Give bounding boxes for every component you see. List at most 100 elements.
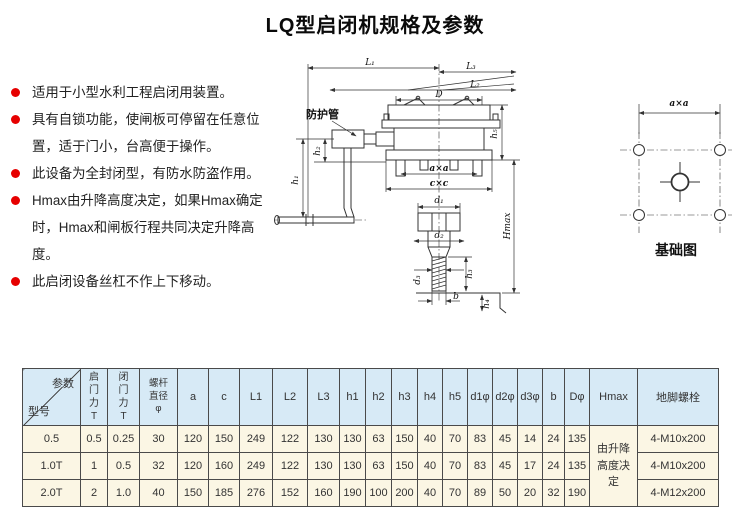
column-header-7: L3	[307, 368, 340, 426]
features-list: 适用于小型水利工程启闭用装置。具有自锁功能，使闸板可停留在任意位置，适于门小，台…	[8, 79, 272, 295]
column-header-label: h3	[398, 391, 411, 403]
table-cell-r1-c2: 0.5	[107, 452, 140, 480]
column-header-13: d1φ	[467, 368, 493, 426]
column-header-label: a	[189, 391, 197, 403]
table-cell-r0-c12: 40	[417, 425, 443, 453]
table-cell-r1-c17: 24	[542, 452, 565, 480]
table-cell-r0-c1: 0.5	[80, 425, 108, 453]
table-cell-r1-c1: 1	[80, 452, 108, 480]
column-header-9: h2	[365, 368, 392, 426]
table-cell-r1-c11: 150	[391, 452, 418, 480]
hoist-side-view-drawing: L₁ L₃ L₂ D a×a c×c h	[274, 58, 520, 314]
table-cell-r2-c11: 200	[391, 479, 418, 507]
flange-plate	[381, 119, 501, 129]
feature-item-1: 具有自锁功能，使闸板可停留在任意位置，适于门小，台高便于操作。	[8, 106, 272, 160]
protective-pipe-label: 防护管	[306, 107, 339, 121]
table-cell-r1-c4: 120	[177, 452, 209, 480]
table-cell-r2-c9: 190	[339, 479, 366, 507]
column-header-2: 螺杆直径φ	[139, 368, 178, 426]
table-cell-r1-c0: 1.0T	[22, 452, 81, 480]
column-header-label: L2	[283, 391, 297, 403]
column-header-label: h4	[423, 391, 437, 403]
crank-arm	[343, 148, 348, 218]
table-cell-r2-c18: 190	[564, 479, 590, 507]
dim-label-l1: L₁	[364, 58, 375, 68]
table-cell-r2-c13: 70	[442, 479, 468, 507]
table-cell-r0-c15: 45	[492, 425, 518, 453]
table-cell-r2-c14: 89	[467, 479, 493, 507]
column-header-label: Dφ	[569, 391, 585, 403]
anchor-bolt	[395, 159, 406, 177]
column-header-label: 闭门力T	[118, 372, 129, 422]
table-cell-r0-c4: 120	[177, 425, 209, 453]
dim-label-h1: h₁	[291, 175, 301, 184]
column-header-label: d2φ	[495, 391, 515, 403]
dim-label-d: D	[434, 90, 442, 100]
bottom-bracket	[416, 292, 507, 314]
column-header-label: c	[221, 391, 227, 403]
base-plate	[385, 149, 493, 161]
table-cell-r1-c10: 63	[365, 452, 392, 480]
column-header-label: d1φ	[470, 391, 490, 403]
dim-label-b: b	[453, 292, 459, 302]
anchor-hole	[633, 209, 645, 221]
column-header-19: 地脚螺栓	[637, 368, 719, 426]
dim-label-h5: h₅	[490, 129, 500, 139]
table-cell-r0-c13: 70	[442, 425, 468, 453]
table-cell-r2-c15: 50	[492, 479, 518, 507]
table-cell-r0-c14: 83	[467, 425, 493, 453]
column-header-4: c	[208, 368, 240, 426]
table-cell-r2-c6: 276	[239, 479, 273, 507]
table-cell-r1-c14: 83	[467, 452, 493, 480]
table-cell-r2-c2: 1.0	[107, 479, 140, 507]
dim-label-h2: h₂	[313, 146, 323, 156]
foundation-caption: 基础图	[655, 242, 697, 258]
anchor-hole	[714, 144, 726, 156]
anchor-hole	[714, 209, 726, 221]
table-cell-r0-c16: 14	[517, 425, 543, 453]
table-cell-r0-c6: 249	[239, 425, 273, 453]
table-cell-r1-c15: 45	[492, 452, 518, 480]
column-header-0: 启门力T	[80, 368, 108, 426]
anchor-bolt	[472, 159, 483, 177]
table-cell-r1-c8: 130	[307, 452, 340, 480]
column-header-label: L3	[317, 391, 330, 403]
dim-label-axa: a×a	[429, 164, 448, 174]
corner-header-cell: 参数 型号	[22, 368, 81, 426]
table-cell-r1-c16: 17	[517, 452, 543, 480]
threaded-screw	[431, 256, 447, 292]
table-cell-r1-c6: 249	[239, 452, 273, 480]
column-header-label: b	[550, 391, 557, 403]
table-cell-r2-c3: 40	[139, 479, 178, 507]
table-cell-r2-c16: 20	[517, 479, 543, 507]
dim-label-d2: d₂	[434, 231, 444, 241]
column-header-14: d2φ	[492, 368, 518, 426]
screw-shaft	[427, 230, 451, 248]
table-cell-r0-c11: 150	[391, 425, 418, 453]
foundation-dim-label: a×a	[669, 99, 688, 109]
table-cell-r0-c18: 135	[564, 425, 590, 453]
column-header-label: 地脚螺栓	[656, 392, 700, 404]
corner-label-params: 参数	[52, 378, 74, 390]
column-header-label: h1	[346, 391, 359, 403]
table-cell-r2-c1: 2	[80, 479, 108, 507]
table-cell-r1-c5: 160	[208, 452, 240, 480]
table-cell-r0-c5: 150	[208, 425, 240, 453]
table-cell-r2-c17: 32	[542, 479, 565, 507]
table-cell-r2-c19: 4-M12x200	[637, 479, 719, 507]
protective-pipe	[331, 129, 365, 149]
table-cell-r2-c8: 160	[307, 479, 340, 507]
column-header-10: h3	[391, 368, 418, 426]
dim-label-h3: h₃	[465, 269, 475, 279]
column-header-label: 螺杆直径φ	[148, 378, 168, 415]
table-cell-r1-c12: 40	[417, 452, 443, 480]
dim-label-h4: h₄	[482, 299, 492, 309]
dim-label-l3: L₃	[465, 62, 476, 72]
column-header-label: h2	[372, 391, 385, 403]
column-header-17: Dφ	[564, 368, 590, 426]
dim-label-d3: d₃	[413, 275, 423, 285]
table-cell-r2-c7: 152	[272, 479, 308, 507]
